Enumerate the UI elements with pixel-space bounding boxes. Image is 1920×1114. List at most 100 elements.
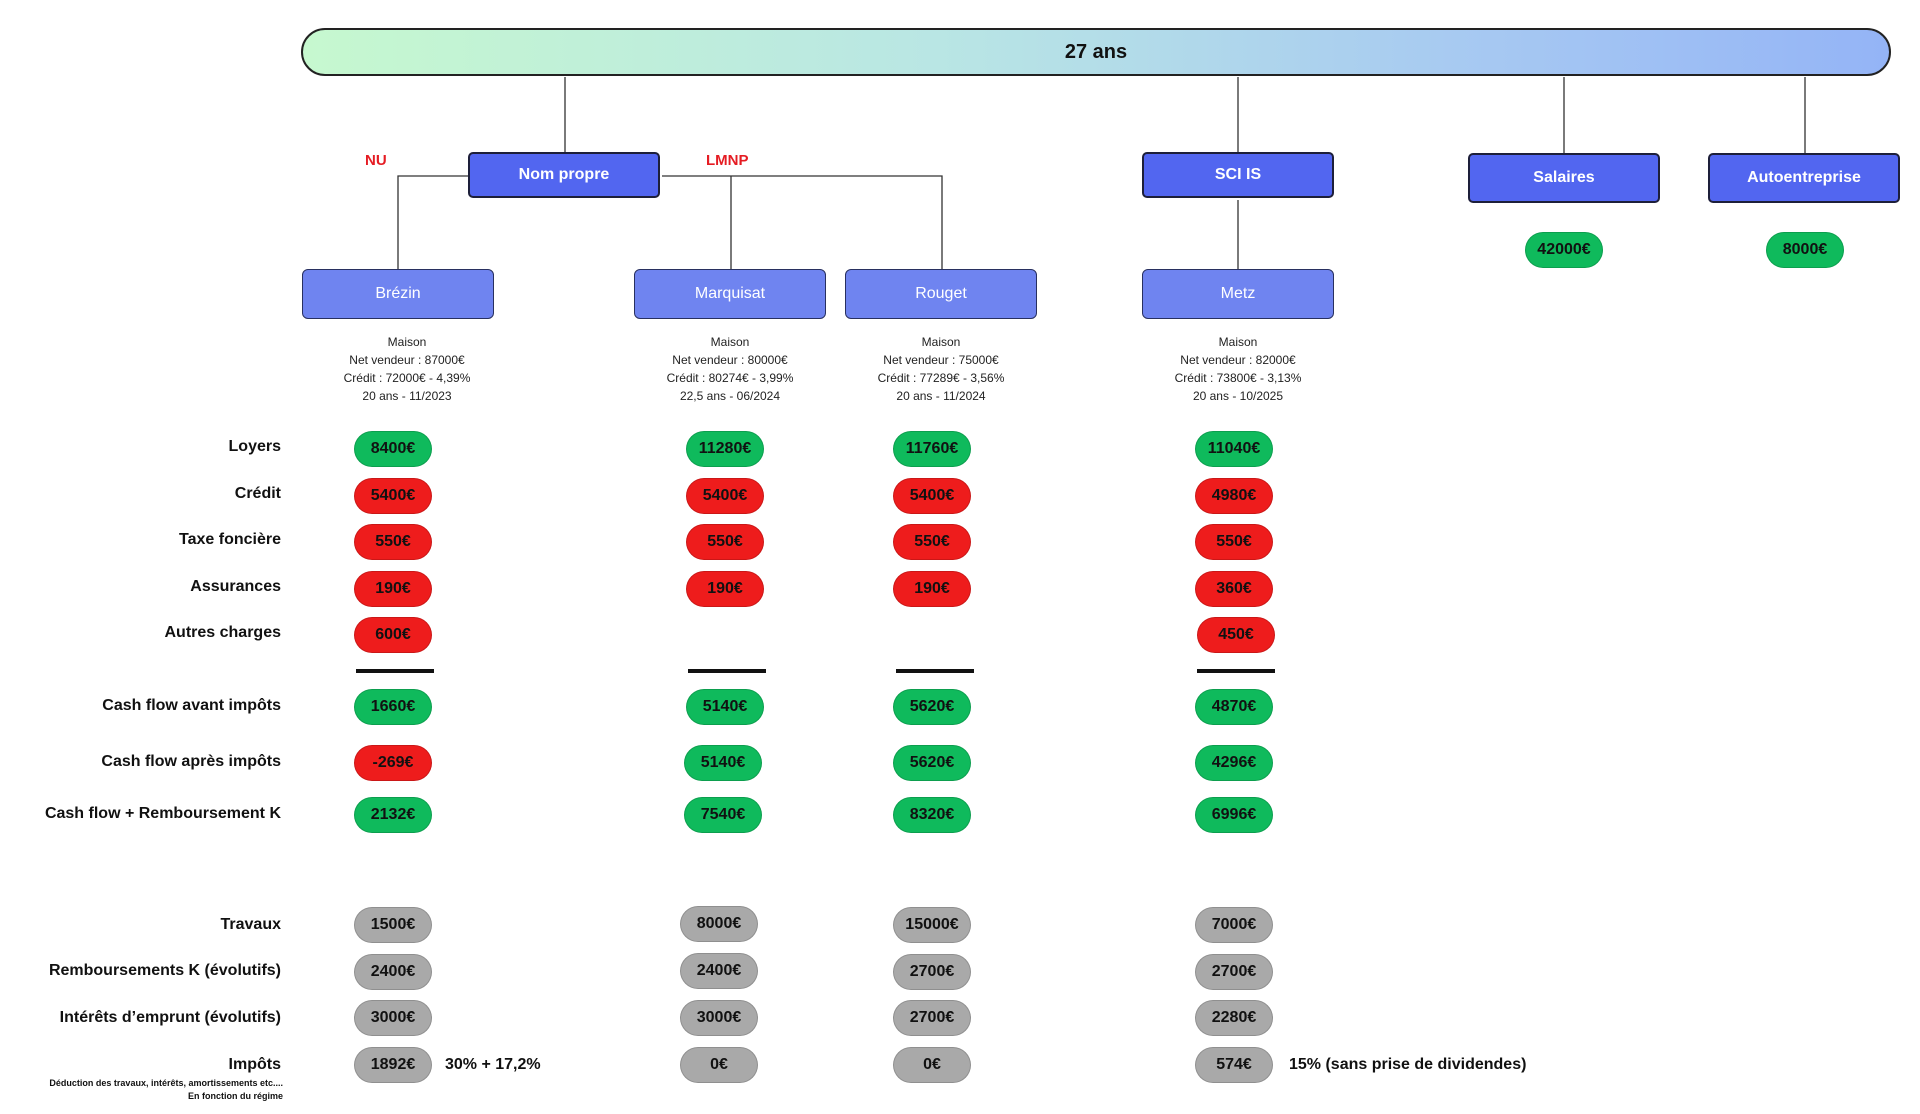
value-pill: 600€ bbox=[354, 617, 432, 653]
value-pill: 190€ bbox=[686, 571, 764, 607]
regime-nu: NU bbox=[365, 152, 387, 169]
entity-salaires[interactable]: Salaires bbox=[1468, 153, 1660, 203]
value-pill: 5620€ bbox=[893, 689, 971, 725]
value-pill: 8400€ bbox=[354, 431, 432, 467]
property-details-marquisat: Maison Net vendeur : 80000€ Crédit : 802… bbox=[620, 333, 840, 405]
property-duree: 20 ans - 10/2025 bbox=[1192, 389, 1284, 403]
value-pill: 2280€ bbox=[1195, 1000, 1273, 1036]
value-pill: 3000€ bbox=[680, 1000, 758, 1036]
property-net-vendeur: Net vendeur : 82000€ bbox=[1180, 353, 1296, 367]
property-details-rouget: Maison Net vendeur : 75000€ Crédit : 772… bbox=[831, 333, 1051, 405]
sum-divider bbox=[1197, 669, 1275, 673]
age-label: 27 ans bbox=[1064, 40, 1128, 63]
value-pill: 4296€ bbox=[1195, 745, 1273, 781]
value-pill: 1660€ bbox=[354, 689, 432, 725]
property-details-metz: Maison Net vendeur : 82000€ Crédit : 738… bbox=[1128, 333, 1348, 405]
property-rouget[interactable]: Rouget bbox=[845, 269, 1037, 319]
value-pill: 1500€ bbox=[354, 907, 432, 943]
value-pill: 2700€ bbox=[893, 954, 971, 990]
value-pill: 574€ bbox=[1195, 1047, 1273, 1083]
value-pill: 190€ bbox=[893, 571, 971, 607]
property-type: Maison bbox=[710, 335, 750, 349]
value-pill: 15000€ bbox=[893, 907, 971, 943]
footnote-regime: En fonction du régime bbox=[187, 1091, 283, 1101]
value-pill: 5620€ bbox=[893, 745, 971, 781]
value-pill: 2700€ bbox=[1195, 954, 1273, 990]
property-type: Maison bbox=[387, 335, 427, 349]
property-duree: 20 ans - 11/2024 bbox=[896, 389, 986, 403]
value-pill: 11760€ bbox=[893, 431, 971, 467]
property-credit: Crédit : 73800€ - 3,13% bbox=[1174, 371, 1302, 385]
row-label-cash-flow-remboursement: Cash flow + Remboursement K bbox=[44, 805, 281, 822]
row-label-cash-flow-apres: Cash flow après impôts bbox=[101, 753, 281, 770]
property-credit: Crédit : 77289€ - 3,56% bbox=[877, 371, 1005, 385]
property-metz[interactable]: Metz bbox=[1142, 269, 1334, 319]
value-pill: 360€ bbox=[1195, 571, 1273, 607]
entity-autoentreprise[interactable]: Autoentreprise bbox=[1708, 153, 1900, 203]
value-pill: 8000€ bbox=[680, 906, 758, 942]
property-net-vendeur: Net vendeur : 80000€ bbox=[672, 353, 788, 367]
tax-note-brezin: 30% + 17,2% bbox=[445, 1056, 541, 1073]
row-label-cash-flow-avant: Cash flow avant impôts bbox=[102, 697, 281, 714]
property-credit: Crédit : 72000€ - 4,39% bbox=[343, 371, 471, 385]
value-pill: 550€ bbox=[893, 524, 971, 560]
row-label-assurances: Assurances bbox=[190, 578, 281, 595]
value-pill: 11040€ bbox=[1195, 431, 1273, 467]
value-pill: 0€ bbox=[680, 1047, 758, 1083]
row-label-autres-charges: Autres charges bbox=[164, 624, 282, 641]
property-net-vendeur: Net vendeur : 87000€ bbox=[349, 353, 465, 367]
value-pill: 7000€ bbox=[1195, 907, 1273, 943]
value-pill: 5140€ bbox=[686, 689, 764, 725]
entity-nom-propre[interactable]: Nom propre bbox=[468, 152, 660, 198]
tax-note-metz: 15% (sans prise de dividendes) bbox=[1289, 1056, 1527, 1073]
value-pill: 190€ bbox=[354, 571, 432, 607]
sum-divider bbox=[688, 669, 766, 673]
value-pill: 2400€ bbox=[354, 954, 432, 990]
property-details-brezin: Maison Net vendeur : 87000€ Crédit : 720… bbox=[297, 333, 517, 405]
row-label-interets: Intérêts d’emprunt (évolutifs) bbox=[59, 1009, 281, 1026]
value-pill: 3000€ bbox=[354, 1000, 432, 1036]
value-pill: 1892€ bbox=[354, 1047, 432, 1083]
value-pill: 7540€ bbox=[684, 797, 762, 833]
row-label-remboursements: Remboursements K (évolutifs) bbox=[48, 962, 281, 979]
entity-sci-is[interactable]: SCI IS bbox=[1142, 152, 1334, 198]
value-pill: 5400€ bbox=[686, 478, 764, 514]
row-label-travaux: Travaux bbox=[220, 916, 281, 933]
value-pill: 5400€ bbox=[893, 478, 971, 514]
value-pill: 11280€ bbox=[686, 431, 764, 467]
property-brezin[interactable]: Brézin bbox=[302, 269, 494, 319]
value-pill: 0€ bbox=[893, 1047, 971, 1083]
row-label-credit: Crédit bbox=[234, 485, 281, 502]
value-pill: 2400€ bbox=[680, 953, 758, 989]
value-pill: 2700€ bbox=[893, 1000, 971, 1036]
income-autoentreprise: 8000€ bbox=[1766, 232, 1844, 268]
value-pill: 550€ bbox=[1195, 524, 1273, 560]
value-pill: 4870€ bbox=[1195, 689, 1273, 725]
value-pill: 6996€ bbox=[1195, 797, 1273, 833]
property-duree: 20 ans - 11/2023 bbox=[362, 389, 452, 403]
regime-lmnp: LMNP bbox=[706, 152, 749, 169]
row-label-taxe-fonciere: Taxe foncière bbox=[179, 531, 281, 548]
sum-divider bbox=[896, 669, 974, 673]
value-pill: 550€ bbox=[686, 524, 764, 560]
value-pill: 8320€ bbox=[893, 797, 971, 833]
age-banner: 27 ans bbox=[301, 28, 1891, 76]
value-pill: 450€ bbox=[1197, 617, 1275, 653]
property-type: Maison bbox=[921, 335, 961, 349]
income-salaires: 42000€ bbox=[1525, 232, 1603, 268]
row-label-impots: Impôts bbox=[228, 1056, 281, 1073]
value-pill: 4980€ bbox=[1195, 478, 1273, 514]
value-pill: 5140€ bbox=[684, 745, 762, 781]
property-type: Maison bbox=[1218, 335, 1258, 349]
footnote-deduction: Déduction des travaux, intérêts, amortis… bbox=[49, 1078, 283, 1088]
value-pill: -269€ bbox=[354, 745, 432, 781]
sum-divider bbox=[356, 669, 434, 673]
value-pill: 550€ bbox=[354, 524, 432, 560]
property-net-vendeur: Net vendeur : 75000€ bbox=[883, 353, 999, 367]
property-credit: Crédit : 80274€ - 3,99% bbox=[666, 371, 794, 385]
property-marquisat[interactable]: Marquisat bbox=[634, 269, 826, 319]
value-pill: 5400€ bbox=[354, 478, 432, 514]
value-pill: 2132€ bbox=[354, 797, 432, 833]
row-label-loyers: Loyers bbox=[228, 438, 281, 455]
